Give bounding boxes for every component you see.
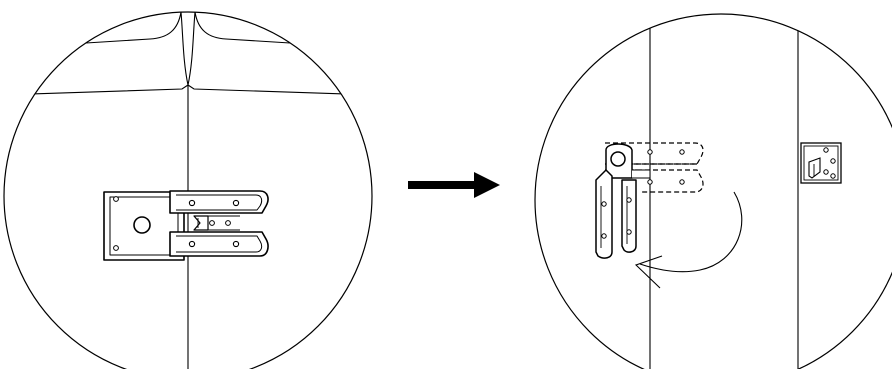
detail-circle-before	[3, 11, 373, 369]
clip-bracket-closed	[103, 190, 269, 261]
mounting-plate	[800, 142, 842, 184]
rotate-arrow-icon	[634, 191, 743, 289]
pivot-hole-after	[610, 151, 626, 167]
upper-seam-right	[187, 12, 307, 86]
pivot-hole	[133, 216, 151, 234]
arrow-right-icon	[408, 172, 500, 198]
upper-arm	[169, 190, 269, 214]
lower-seam-right	[187, 84, 372, 96]
detail-circle-outline-after	[534, 13, 892, 369]
previous-position-outline	[605, 142, 704, 193]
latch-wedge	[193, 215, 209, 231]
lower-seam-left	[4, 84, 189, 96]
upper-seam-left	[69, 12, 189, 86]
detail-circle-after	[534, 13, 892, 369]
rotated-arm-right	[621, 179, 637, 253]
detail-circle-outline	[3, 11, 373, 369]
clip-bracket-rotated	[595, 143, 685, 259]
rotated-arm-left	[595, 169, 613, 259]
latch-tab	[808, 157, 821, 179]
lower-arm	[169, 231, 269, 257]
